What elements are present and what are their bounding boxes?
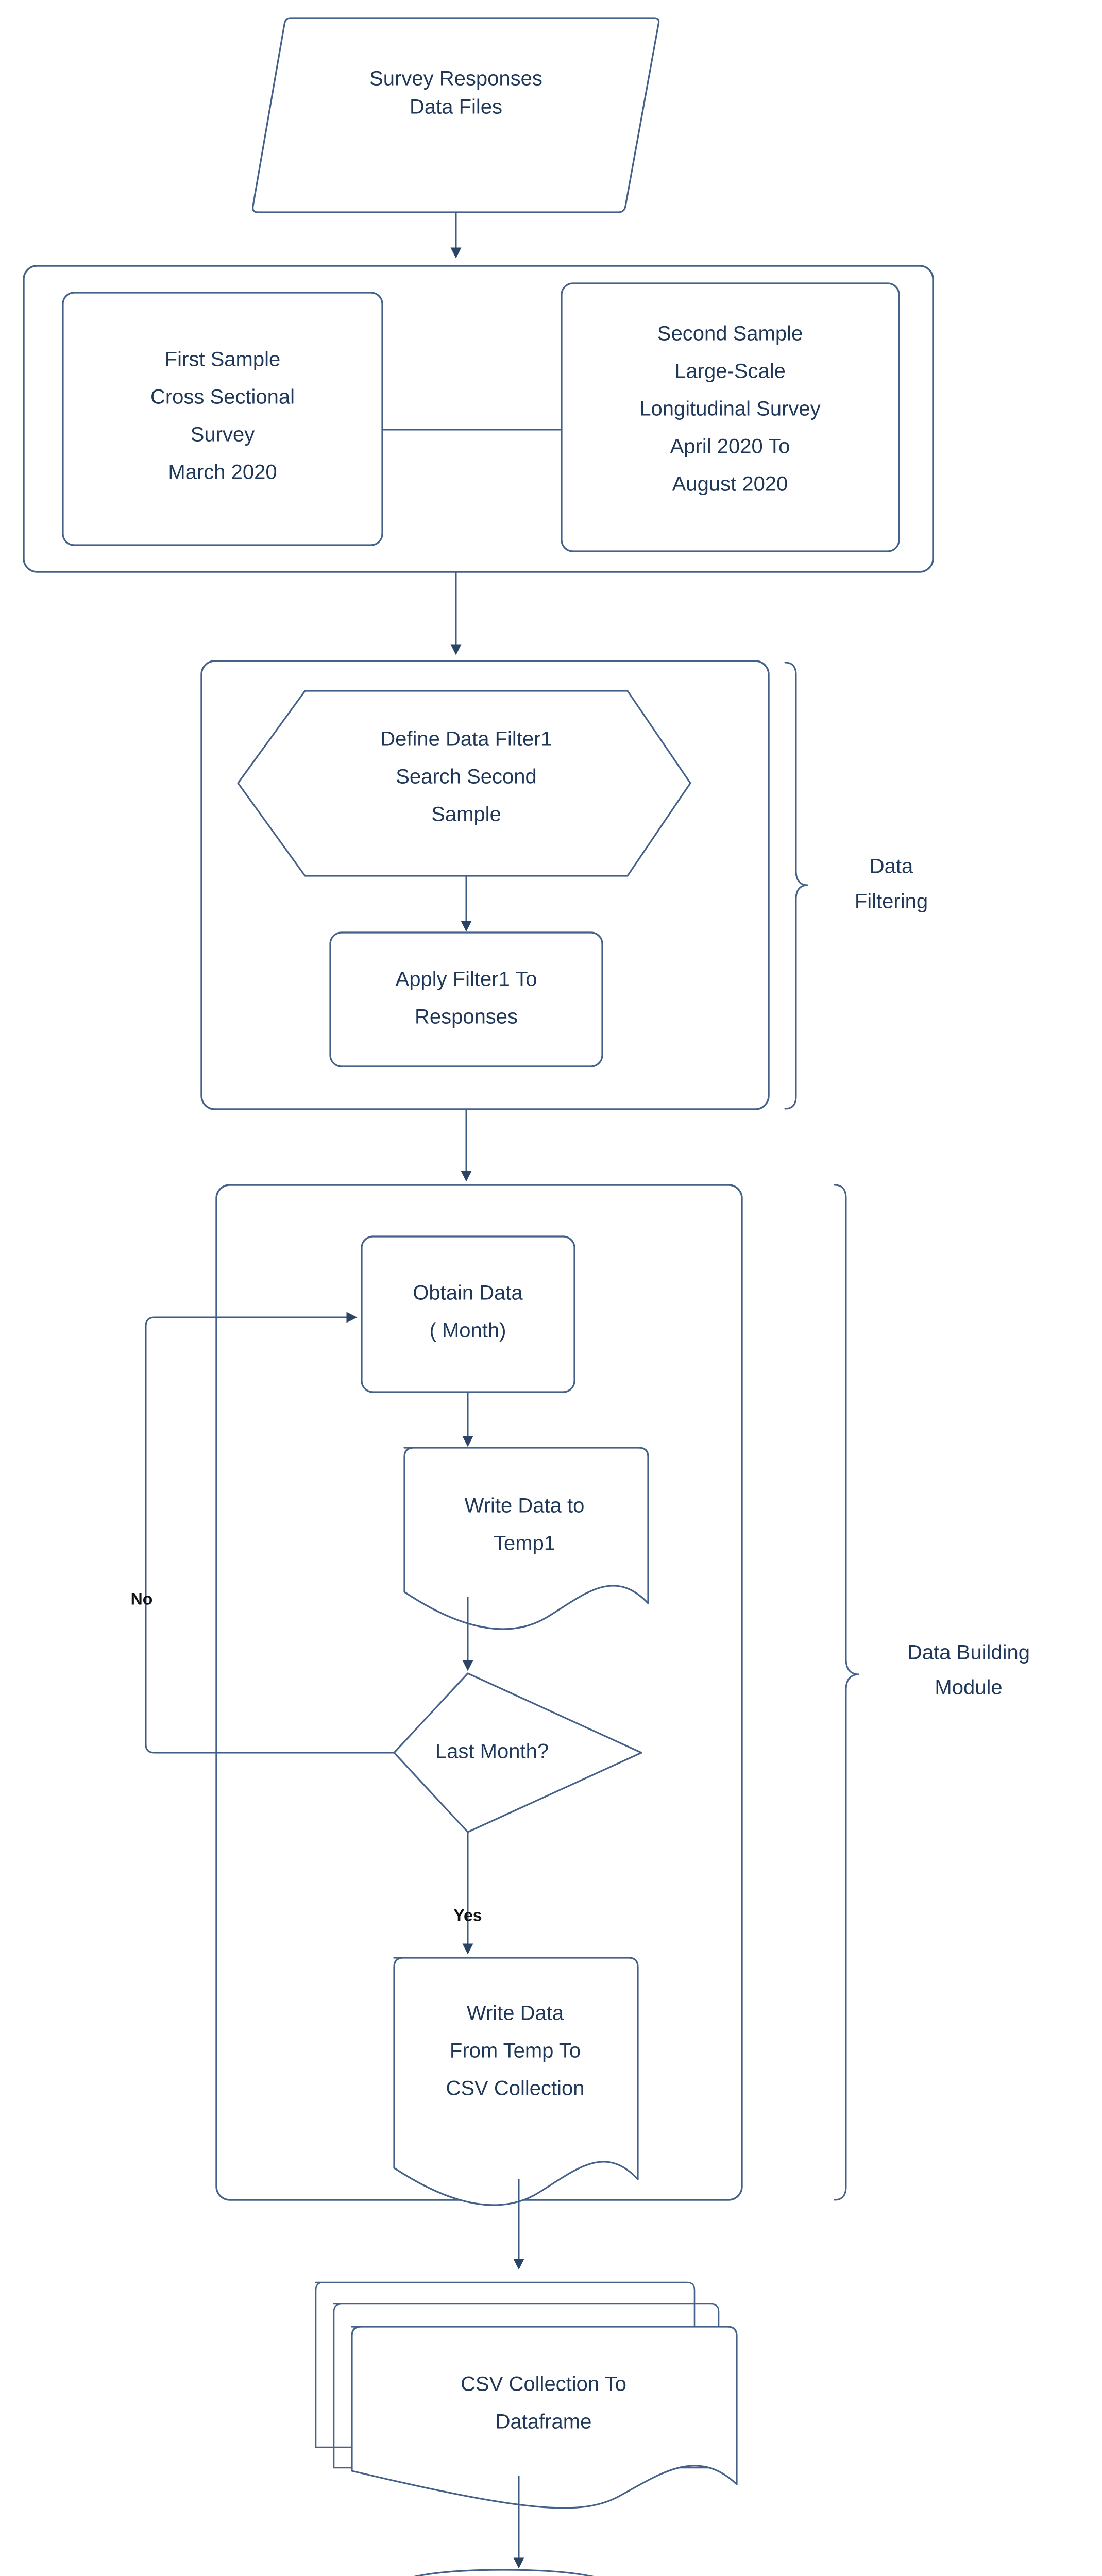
node-label-line: Write Data to xyxy=(465,1495,585,1517)
node-first-sample[interactable]: First Sample Cross Sectional Survey Marc… xyxy=(62,292,383,546)
node-label-line: Large-Scale xyxy=(674,360,786,383)
node-label-line: CSV Collection To xyxy=(461,2373,626,2396)
node-label-line: Temp1 xyxy=(494,1532,555,1555)
node-csv-to-dataframe[interactable]: CSV Collection To Dataframe xyxy=(315,2281,738,2509)
node-label-line: Write Data xyxy=(467,2002,564,2025)
node-label-line: Responses xyxy=(415,1006,518,1028)
group-label-line: Data Building xyxy=(907,1641,1030,1664)
node-apply-filter[interactable]: Apply Filter1 To Responses xyxy=(329,931,603,1067)
edge-label-yes: Yes xyxy=(453,1906,482,1924)
node-label-line: Sample xyxy=(431,803,501,826)
node-label-line: Survey xyxy=(191,423,255,446)
node-label-line: Data Files xyxy=(410,96,502,118)
node-label-line: August 2020 xyxy=(672,473,788,496)
node-write-temp1[interactable]: Write Data to Temp1 xyxy=(403,1447,649,1630)
node-label-line: Define Data Filter1 xyxy=(380,728,552,751)
node-define-filter[interactable]: Define Data Filter1 Search Second Sample xyxy=(237,690,691,877)
group-label-line: Module xyxy=(935,1676,1002,1699)
node-label-line: From Temp To xyxy=(450,2040,581,2062)
node-label-line: Apply Filter1 To xyxy=(396,968,537,991)
node-label-line: CSV Collection xyxy=(446,2077,584,2100)
node-label-line: Cross Sectional xyxy=(150,386,295,409)
group-samples-container xyxy=(23,265,934,573)
group-data-filtering-container xyxy=(200,660,770,1110)
node-label-line: Dataframe xyxy=(496,2411,592,2433)
node-label-line: Survey Responses xyxy=(369,67,542,90)
node-survey-responses[interactable]: Survey Responses Data Files xyxy=(252,17,660,213)
node-label-line: Last Month? xyxy=(435,1740,549,1763)
node-label-line: March 2020 xyxy=(168,461,277,484)
node-master-dataset[interactable]: Master Dataset For Analysis xyxy=(382,2569,625,2576)
connector-no-loop: No xyxy=(131,1312,394,1754)
node-label-line: Second Sample xyxy=(657,323,803,345)
node-label-line: Longitudinal Survey xyxy=(639,398,820,420)
node-label-line: ( Month) xyxy=(430,1319,506,1342)
node-label-line: Search Second xyxy=(396,766,537,788)
connector-yes-branch: Yes xyxy=(453,1832,482,1955)
node-label-line: April 2020 To xyxy=(670,435,790,458)
brace-data-building: Data Building Module xyxy=(834,1184,1030,2201)
node-write-csv[interactable]: Write Data From Temp To CSV Collection xyxy=(393,1957,639,2206)
node-last-month-decision[interactable]: Last Month? xyxy=(393,1672,642,1833)
node-label-line: First Sample xyxy=(165,348,281,371)
edge-label-no: No xyxy=(131,1589,153,1608)
node-second-sample[interactable]: Second Sample Large-Scale Longitudinal S… xyxy=(561,282,900,552)
node-label-line: Obtain Data xyxy=(413,1282,523,1304)
brace-data-filtering: Data Filtering xyxy=(784,662,928,1110)
node-obtain-data[interactable]: Obtain Data ( Month) xyxy=(361,1235,575,1393)
group-label-line: Filtering xyxy=(855,890,928,913)
group-label-line: Data xyxy=(870,855,913,878)
